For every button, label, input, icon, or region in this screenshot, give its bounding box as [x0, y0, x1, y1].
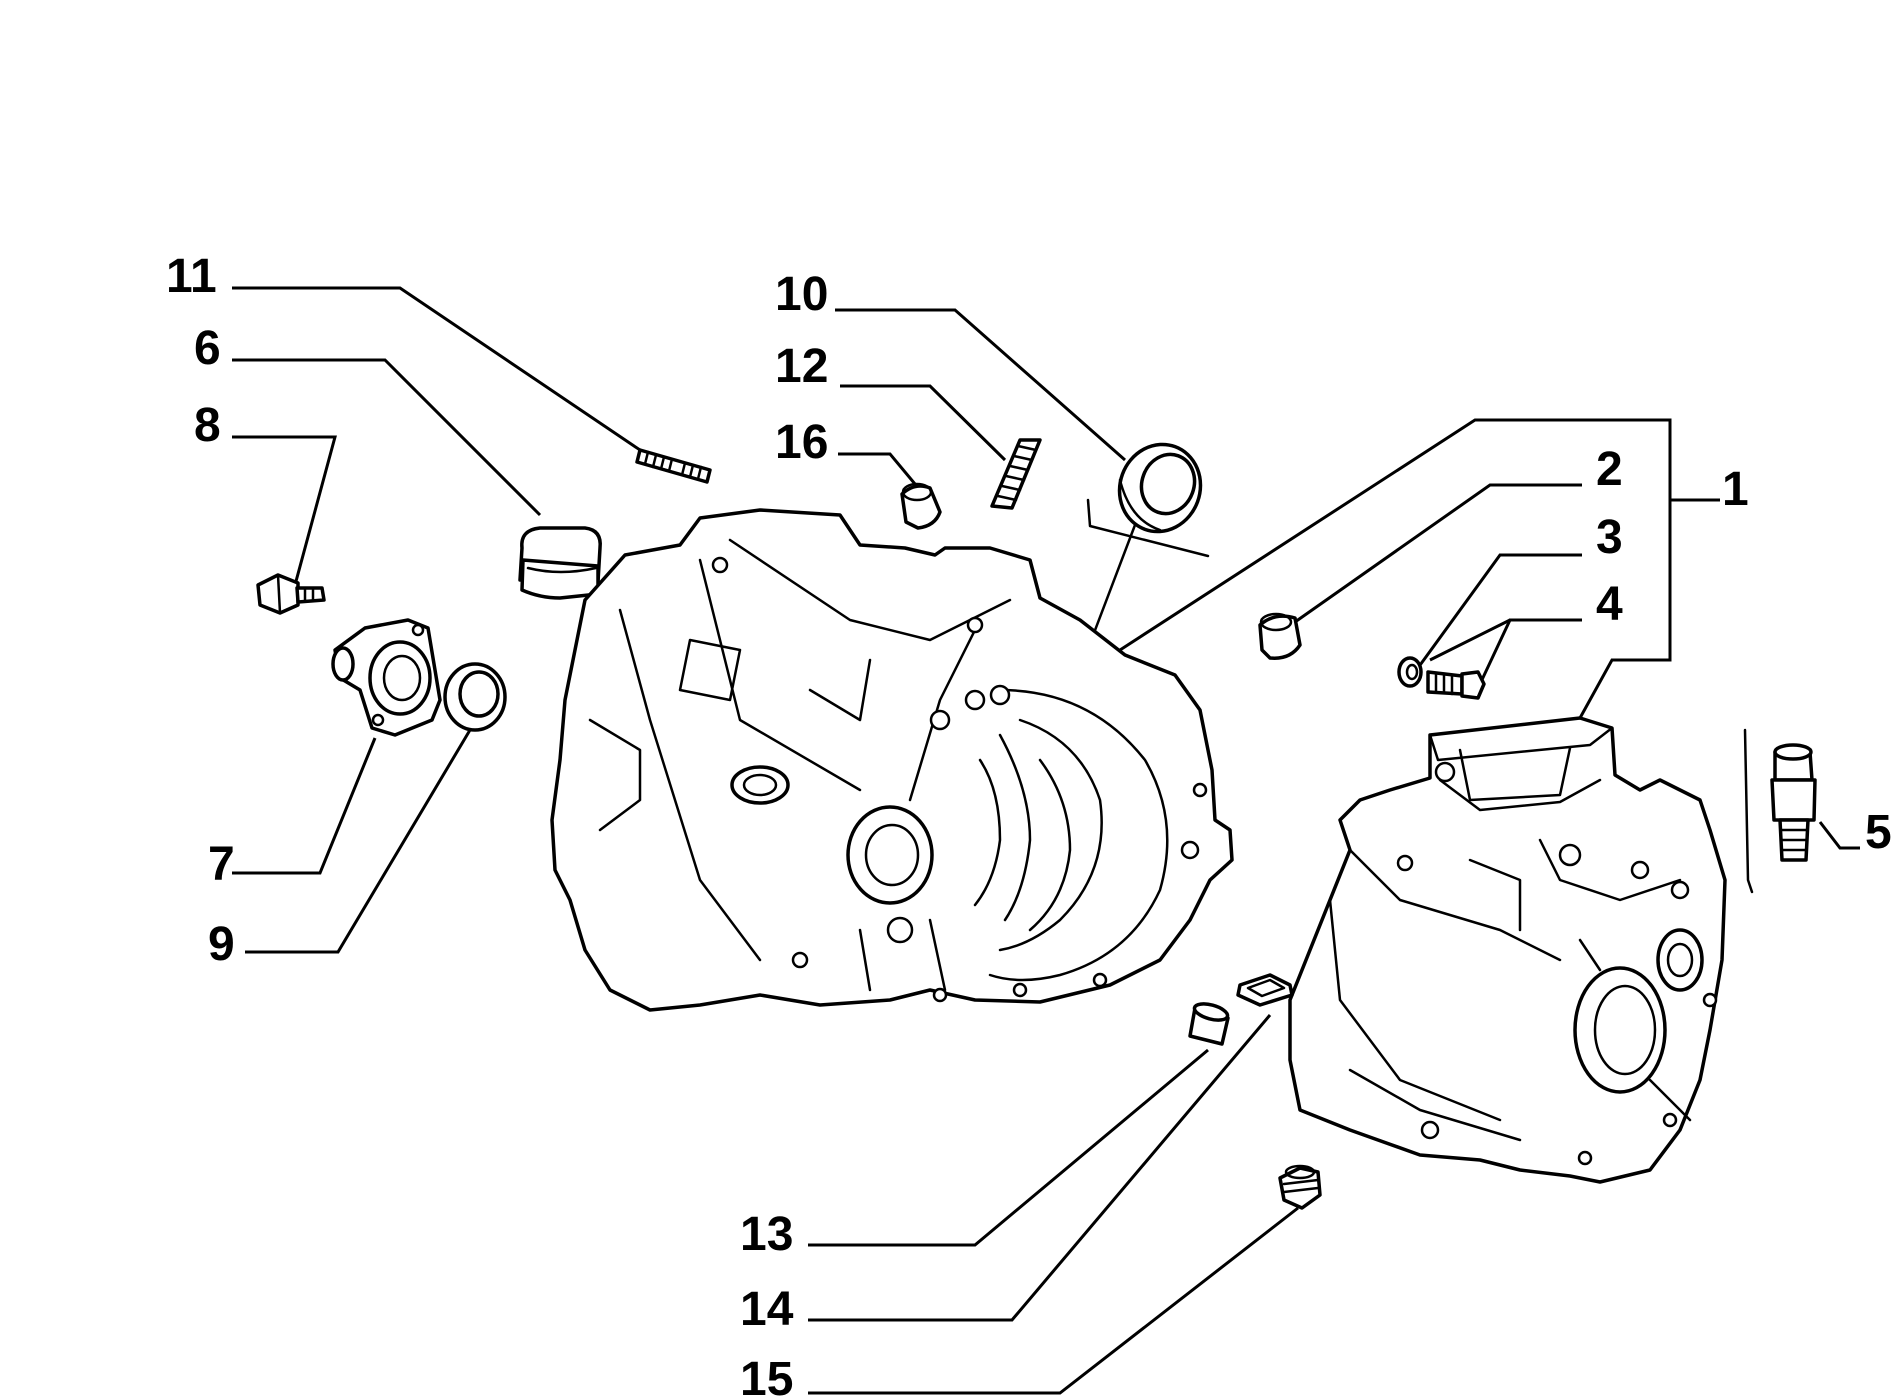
axis-line-10 [1086, 498, 1210, 558]
callout-6: 6 [194, 322, 221, 375]
callout-10: 10 [775, 268, 828, 321]
leader-7 [232, 737, 377, 875]
leader-12 [840, 384, 1007, 462]
part-8-bolt [256, 573, 326, 615]
callout-2: 2 [1596, 443, 1623, 496]
leader-1-bottom [1578, 500, 1672, 719]
callout-5: 5 [1865, 806, 1892, 859]
callout-11: 11 [166, 250, 217, 303]
gearbox-housing [1288, 716, 1727, 1184]
part-10-seal-ring [1117, 442, 1203, 534]
part-11-stud [635, 448, 712, 484]
part-13-dowel [1188, 1002, 1230, 1046]
leader-14 [808, 1014, 1272, 1322]
axis-line-5 [1743, 728, 1754, 894]
leader-2 [1294, 483, 1582, 624]
leader-13 [808, 1048, 1209, 1247]
leader-6 [232, 358, 542, 517]
part-6-plug-cap [518, 526, 602, 600]
callout-13: 13 [740, 1208, 793, 1261]
callout-1: 1 [1722, 463, 1749, 516]
leader-11 [232, 286, 641, 452]
clutch-housing [550, 508, 1234, 1012]
callout-16: 16 [775, 416, 828, 469]
callout-14: 14 [740, 1283, 794, 1336]
callout-labels: 11 6 8 7 9 10 12 16 1 2 3 4 5 13 14 15 [166, 250, 1892, 1397]
callout-7: 7 [208, 838, 235, 891]
part-3-washer [1397, 656, 1423, 688]
callout-8: 8 [194, 399, 221, 452]
part-5-sensor [1770, 743, 1817, 862]
leader-lines [232, 286, 1860, 1395]
leader-10 [835, 308, 1126, 462]
leader-3 [1413, 553, 1582, 673]
callout-4: 4 [1596, 578, 1623, 631]
leader-9 [245, 729, 472, 954]
leader-1-top [1119, 418, 1720, 652]
callout-12: 12 [775, 340, 828, 393]
part-7-flange [331, 618, 442, 737]
part-15-plug-screw [1278, 1164, 1322, 1210]
leader-4b [1429, 618, 1511, 662]
part-4-bolt [1426, 670, 1486, 700]
callout-3: 3 [1596, 511, 1623, 564]
leader-5 [1818, 821, 1860, 850]
leader-16 [838, 452, 922, 491]
leader-8 [232, 435, 337, 586]
leader-4 [1478, 618, 1582, 685]
part-9-seal-ring [443, 662, 507, 732]
part-14-gasket [1236, 973, 1294, 1007]
leader-15 [808, 1206, 1299, 1395]
callout-15: 15 [740, 1353, 793, 1397]
part-2-plug [1258, 612, 1302, 660]
part-16-plug [900, 482, 942, 530]
callout-9: 9 [208, 918, 235, 971]
part-12-stud [990, 438, 1042, 510]
